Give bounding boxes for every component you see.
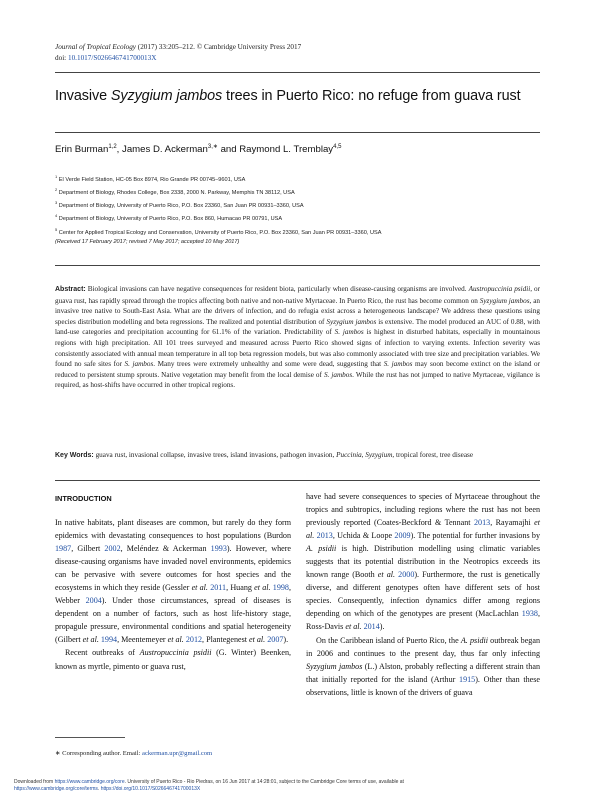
keywords: Key Words: guava rust, invasional collap… [55,451,474,459]
footer-doi-link[interactable]: https://doi.org/10.1017/S026646741700013… [100,786,201,793]
abstract-label: Abstract: [55,286,86,293]
title-species: Syzygium jambos [110,88,223,104]
citation-link[interactable]: 2000 [398,570,415,580]
citation-link[interactable]: 2009 [394,531,411,541]
citation-link[interactable]: 2011 [210,583,227,593]
doi-label: doi: [55,54,67,62]
right-paragraph-2: On the Caribbean island of Puerto Rico, … [306,635,540,697]
citation-link[interactable]: 1993 [210,544,227,554]
affiliations: 1 El Verde Field Station, HC-05 Box 8974… [55,172,381,247]
cambridge-core-link[interactable]: https://www.cambridge.org/core [54,779,125,785]
terms-link[interactable]: https://www.cambridge.org/core/terms [14,786,98,793]
top-divider [55,72,540,73]
author-1-affil: 1,2 [108,144,117,150]
citation-link[interactable]: 2013 [474,518,491,528]
citation-link[interactable]: 2004 [85,596,102,606]
section-heading-introduction: INTRODUCTION [55,494,112,503]
citation-link[interactable]: 1998 [272,583,289,593]
journal-citation: (2017) 33:205–212. © Cambridge Universit… [137,43,302,51]
download-footer: Downloaded from https://www.cambridge.or… [14,779,404,793]
right-paragraph-1: have had severe consequences to species … [306,492,541,632]
intro-paragraph-1: In native habitats, plant diseases are c… [55,518,291,645]
keywords-label: Key Words: [55,452,94,459]
author-3-affil: 4,5 [333,144,342,150]
abstract: Abstract: Biological invasions can have … [55,285,540,390]
keywords-divider [55,480,540,481]
author-2-affil: 3,∗ [207,144,218,150]
citation-link[interactable]: 1994 [100,635,118,645]
title-divider [55,132,540,133]
journal-name: Journal of Tropical Ecology [55,43,136,51]
article-title: Invasive Syzygium jambos trees in Puerto… [55,88,521,104]
citation-link[interactable]: 2012 [185,635,203,645]
author-list: Erin Burman1,2, James D. Ackerman3,∗ and… [55,144,342,156]
citation-link[interactable]: 2013 [316,531,333,541]
citation-link[interactable]: 1987 [55,544,72,554]
citation-link[interactable]: 2002 [104,544,121,554]
right-column: have had severe consequences to species … [306,490,540,699]
citation-link[interactable]: 1915 [459,674,476,684]
affiliation-5: 5 Center for Applied Tropical Ecology an… [55,226,382,236]
corresponding-author-footnote: ∗ Corresponding author. Email: ackerman.… [55,750,213,757]
citation-link[interactable]: 2014 [363,622,380,632]
abstract-divider [55,265,540,266]
affiliation-1: 1 El Verde Field Station, HC-05 Box 8974… [55,174,246,183]
author-2: James D. Ackerman [122,144,208,156]
author-3: and Raymond L. Tremblay [220,144,334,156]
journal-header: Journal of Tropical Ecology (2017) 33:20… [55,42,301,64]
doi-link[interactable]: 10.1017/S026646741700013X [67,54,157,62]
affiliation-2: 2 Department of Biology, Rhodes College,… [55,187,295,197]
received-dates: (Received 17 February 2017; revised 7 Ma… [55,238,240,245]
affiliation-3: 3 Department of Biology, University of P… [55,200,304,210]
affiliation-4: 4 Department of Biology, University of P… [55,213,283,223]
author-email-link[interactable]: ackerman.upr@gmail.com [142,750,213,757]
citation-link[interactable]: 2007 [267,635,284,645]
intro-paragraph-2: Recent outbreaks of Austropuccinia psidi… [55,648,292,671]
left-column: In native habitats, plant diseases are c… [55,516,291,673]
author-1: Erin Burman [55,144,109,156]
citation-link[interactable]: 1938 [521,609,538,619]
footnote-divider [55,737,125,738]
